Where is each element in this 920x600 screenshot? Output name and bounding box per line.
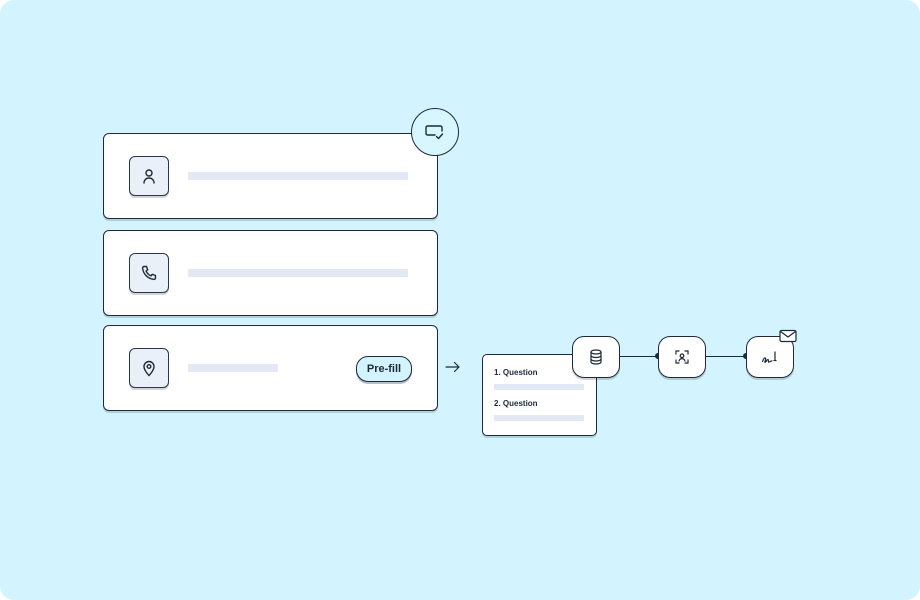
step-face-scan: [658, 336, 706, 378]
name-placeholder-bar: [188, 172, 408, 180]
prefill-button[interactable]: Pre-fill: [356, 356, 412, 382]
form-field-name: [103, 133, 438, 219]
phone-placeholder-bar: [188, 269, 408, 277]
question-1-label: 1. Question: [494, 368, 538, 377]
location-pin-icon: [143, 360, 155, 377]
step-database: [572, 336, 620, 378]
user-icon-box: [129, 156, 169, 196]
verified-badge: [411, 108, 459, 156]
question-2-label: 2. Question: [494, 399, 538, 408]
location-icon-box: [129, 348, 169, 388]
question-1-answer-bar: [494, 384, 584, 390]
face-scan-icon: [675, 350, 689, 364]
question-2-answer-bar: [494, 415, 584, 421]
phone-icon: [141, 265, 157, 281]
database-icon: [590, 349, 602, 365]
envelope-icon: [779, 329, 797, 343]
address-placeholder-bar: [188, 364, 278, 372]
form-field-address: Pre-fill: [103, 325, 438, 411]
step-signature: [746, 336, 794, 378]
phone-icon-box: [129, 253, 169, 293]
verified-message-icon: [425, 125, 444, 140]
form-field-phone: [103, 230, 438, 316]
arrow-right-icon: [445, 361, 460, 373]
signature-icon: [761, 351, 777, 363]
user-icon: [143, 169, 155, 184]
